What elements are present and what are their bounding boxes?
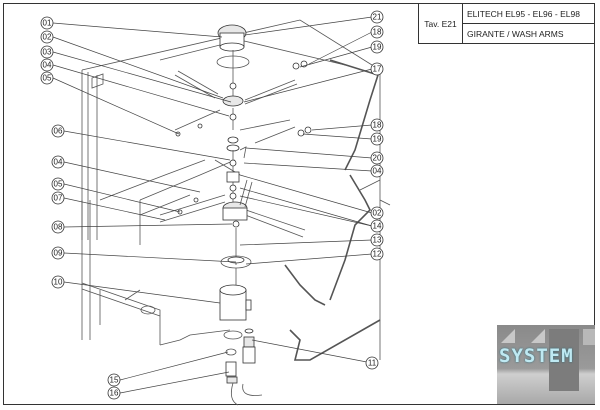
- svg-text:04: 04: [54, 158, 63, 167]
- callout-14: 14: [370, 219, 384, 233]
- upper-wash-arm: [174, 24, 312, 144]
- part-description: GIRANTE / WASH ARMS: [463, 23, 594, 43]
- callout-15: 15: [107, 373, 121, 387]
- model-name: ELITECH EL95 - EL96 - EL98: [467, 8, 580, 19]
- svg-text:13: 13: [373, 236, 382, 245]
- callout-18-lower: 18: [370, 118, 384, 132]
- table-reference: Tav. E21: [419, 4, 463, 43]
- svg-text:17: 17: [373, 65, 382, 74]
- callout-13: 13: [370, 233, 384, 247]
- callout-16: 16: [107, 386, 121, 400]
- svg-text:04: 04: [43, 61, 52, 70]
- svg-text:08: 08: [54, 223, 63, 232]
- svg-text:05: 05: [43, 74, 52, 83]
- callout-09: 09: [51, 246, 65, 260]
- callout-19: 19: [370, 40, 384, 54]
- callout-01: 01: [40, 16, 54, 30]
- svg-text:18: 18: [373, 121, 382, 130]
- logo-block: [549, 329, 579, 391]
- callout-12: 12: [370, 247, 384, 261]
- title-block: Tav. E21 ELITECH EL95 - EL96 - EL98 GIRA…: [418, 3, 595, 44]
- svg-text:16: 16: [110, 389, 119, 398]
- callout-17: 17: [370, 62, 384, 76]
- svg-text:07: 07: [54, 194, 63, 203]
- callout-21: 21: [370, 10, 384, 24]
- system-logo: SYSTEM: [497, 325, 595, 404]
- callout-06: 06: [51, 124, 65, 138]
- logo-triangle: [501, 329, 515, 343]
- callout-02-right: 02: [370, 206, 384, 220]
- svg-text:06: 06: [54, 127, 63, 136]
- svg-text:05: 05: [54, 180, 63, 189]
- callout-08: 08: [51, 220, 65, 234]
- callout-05: 05: [40, 71, 54, 85]
- callout-02: 02: [40, 30, 54, 44]
- svg-text:04: 04: [373, 167, 382, 176]
- svg-text:02: 02: [373, 209, 382, 218]
- svg-text:19: 19: [373, 43, 382, 52]
- callout-18: 18: [370, 25, 384, 39]
- svg-text:19: 19: [373, 135, 382, 144]
- callout-11: 11: [365, 356, 379, 370]
- callout-04: 04: [40, 58, 54, 72]
- drawing-frame: [3, 3, 595, 405]
- svg-text:12: 12: [373, 250, 382, 259]
- leader-lines: [52, 16, 373, 394]
- lower-wash-arm: [159, 136, 306, 269]
- svg-text:15: 15: [110, 376, 119, 385]
- svg-text:09: 09: [54, 249, 63, 258]
- svg-text:11: 11: [368, 359, 377, 368]
- callout-04-right: 04: [370, 164, 384, 178]
- callout-04-lower: 04: [51, 155, 65, 169]
- svg-text:14: 14: [373, 222, 382, 231]
- logo-text: SYSTEM: [499, 345, 574, 367]
- callout-19-lower: 19: [370, 132, 384, 146]
- callout-10: 10: [51, 275, 65, 289]
- callout-05-lower: 05: [51, 177, 65, 191]
- svg-text:18: 18: [373, 28, 382, 37]
- svg-text:20: 20: [373, 154, 382, 163]
- svg-text:03: 03: [43, 48, 52, 57]
- callout-03: 03: [40, 45, 54, 59]
- svg-text:01: 01: [43, 19, 52, 28]
- svg-text:02: 02: [43, 33, 52, 42]
- svg-text:21: 21: [373, 13, 382, 22]
- logo-bar: [583, 329, 595, 345]
- svg-text:10: 10: [54, 278, 63, 287]
- pump-assembly: [219, 268, 263, 406]
- callout-20: 20: [370, 151, 384, 165]
- callout-07: 07: [51, 191, 65, 205]
- logo-triangle: [531, 329, 545, 343]
